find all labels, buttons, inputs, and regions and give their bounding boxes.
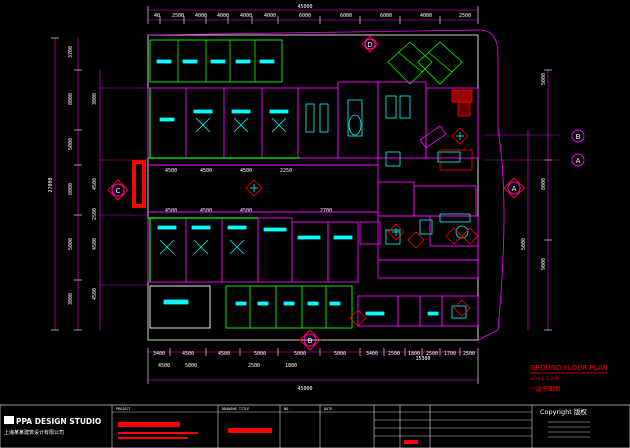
green-walls-lower bbox=[148, 217, 258, 282]
left-dim-0: 3700 bbox=[68, 46, 74, 58]
overall-width-top-label: 45000 bbox=[297, 4, 312, 10]
marker-b: B bbox=[299, 329, 321, 351]
inner-left-dim-3: 4500 bbox=[92, 238, 98, 250]
plan-title: GROUND FLOOR PLAN SCALE 1:200 一层平面图 bbox=[530, 364, 608, 393]
room-dim-5: 4500 bbox=[200, 208, 212, 214]
date-label: DATE bbox=[324, 407, 332, 411]
company-logo bbox=[4, 416, 14, 424]
svg-text:A: A bbox=[576, 157, 581, 165]
inner-left-dim-0: 3000 bbox=[92, 93, 98, 105]
landscape-diamonds bbox=[387, 41, 463, 85]
bottom-dim-0: 3400 bbox=[153, 351, 165, 357]
plan-title-scale: SCALE 1:200 bbox=[530, 376, 559, 382]
upper-fixtures bbox=[156, 59, 461, 163]
right-rooms bbox=[359, 181, 479, 279]
room-dim-4: 4500 bbox=[165, 208, 177, 214]
inner-left-dim-4: 4500 bbox=[92, 288, 98, 300]
bottom-row2-dim-0: 2500 bbox=[248, 363, 260, 369]
outer-walls bbox=[147, 29, 505, 341]
no-label: NO. bbox=[284, 407, 290, 411]
top-dim-3: 4000 bbox=[217, 13, 229, 19]
marker-b-right: B bbox=[571, 129, 585, 143]
svg-text:B: B bbox=[576, 133, 581, 141]
grid-markers bbox=[245, 127, 479, 327]
room-dim-6: 4500 bbox=[240, 208, 252, 214]
top-dim-10: 2500 bbox=[459, 13, 471, 19]
room-dim-0: 4500 bbox=[165, 168, 177, 174]
inner-left-dim-2: 2500 bbox=[92, 208, 98, 220]
left-entrance bbox=[132, 160, 146, 208]
top-dim-0: 40 bbox=[154, 13, 160, 19]
room-dim-2: 4500 bbox=[240, 168, 252, 174]
bottom-dim-7: 2500 bbox=[388, 351, 400, 357]
svg-text:B: B bbox=[308, 337, 313, 345]
central-corridor bbox=[148, 158, 379, 213]
left-dim-1: 8000 bbox=[68, 93, 74, 105]
section-markers: D C B A B A bbox=[107, 35, 585, 351]
right-dim-1: 8000 bbox=[541, 178, 547, 190]
overall-width-bottom-label: 45000 bbox=[297, 386, 312, 392]
overall-bottom-sub-label: 15300 bbox=[415, 356, 430, 362]
marker-c: C bbox=[107, 179, 129, 201]
lower-fixtures bbox=[157, 151, 471, 319]
inner-left-dim-1: 4500 bbox=[92, 178, 98, 190]
bottom-dim-3: 5000 bbox=[254, 351, 266, 357]
bottom-dim-11: 2500 bbox=[463, 351, 475, 357]
top-dim-9: 4000 bbox=[420, 13, 432, 19]
right-dim-0: 5000 bbox=[541, 73, 547, 85]
drawing-label: DRAWING TITLE bbox=[222, 407, 249, 411]
green-walls-upper bbox=[148, 88, 300, 159]
bottom-dim-10: 1700 bbox=[444, 351, 456, 357]
marker-a-right: A bbox=[503, 177, 525, 199]
right-dim-3: 5000 bbox=[521, 238, 527, 250]
bottom-dim-2: 4500 bbox=[218, 351, 230, 357]
bottom-dim-6: 3400 bbox=[366, 351, 378, 357]
room-dim-7: 2700 bbox=[320, 208, 332, 214]
top-dim-1: 2500 bbox=[172, 13, 184, 19]
company-name: PPA DESIGN STUDIO bbox=[16, 417, 101, 426]
top-dim-4: 4000 bbox=[240, 13, 252, 19]
room-dim-3: 2250 bbox=[280, 168, 292, 174]
left-dim-3: 8000 bbox=[68, 183, 74, 195]
svg-text:C: C bbox=[116, 187, 121, 195]
top-dim-6: 6000 bbox=[299, 13, 311, 19]
dimension-lines bbox=[51, 6, 560, 384]
right-dim-2: 9000 bbox=[541, 258, 547, 270]
marker-d: D bbox=[361, 35, 379, 53]
top-dim-7: 6000 bbox=[340, 13, 352, 19]
bottom-dim-9: 2500 bbox=[426, 351, 438, 357]
bottom-row2-dim-1: 1800 bbox=[285, 363, 297, 369]
bottom-dim-8: 1800 bbox=[408, 351, 420, 357]
top-dim-8: 6000 bbox=[380, 13, 392, 19]
plan-title-english: GROUND FLOOR PLAN bbox=[530, 364, 608, 372]
lower-rooms bbox=[147, 217, 479, 329]
plan-title-chinese: 一层平面图 bbox=[530, 386, 560, 393]
marker-a-small: A bbox=[571, 153, 585, 167]
svg-text:D: D bbox=[367, 41, 372, 49]
title-block: PPA DESIGN STUDIO 上海某某建筑设计有限公司 PROJECT D… bbox=[0, 404, 630, 448]
top-dim-2: 4000 bbox=[195, 13, 207, 19]
svg-text:A: A bbox=[512, 185, 517, 193]
bottom-dim-1: 4500 bbox=[182, 351, 194, 357]
left-dim-2: 5000 bbox=[68, 138, 74, 150]
copyright-text: Copyright 版权 bbox=[540, 407, 587, 416]
red-equipment bbox=[419, 89, 473, 171]
bottom-dim-4: 5000 bbox=[294, 351, 306, 357]
left-dim-5: 3000 bbox=[68, 293, 74, 305]
left-dim-4: 5000 bbox=[68, 238, 74, 250]
bottom-row2-dim-2: 5000 bbox=[185, 363, 197, 369]
bottom-row2-dim-3: 4500 bbox=[158, 363, 170, 369]
grid-marker-crosses bbox=[250, 132, 464, 236]
project-label: PROJECT bbox=[116, 407, 132, 411]
top-dim-5: 4000 bbox=[264, 13, 276, 19]
overall-height-label: 27000 bbox=[48, 177, 54, 192]
bottom-dim-5: 5000 bbox=[334, 351, 346, 357]
room-dim-1: 4500 bbox=[200, 168, 212, 174]
dimension-labels: 45000 45000 15300 27000 40 2500 4000 400… bbox=[48, 4, 547, 392]
company-subtitle: 上海某某建筑设计有限公司 bbox=[4, 429, 64, 436]
